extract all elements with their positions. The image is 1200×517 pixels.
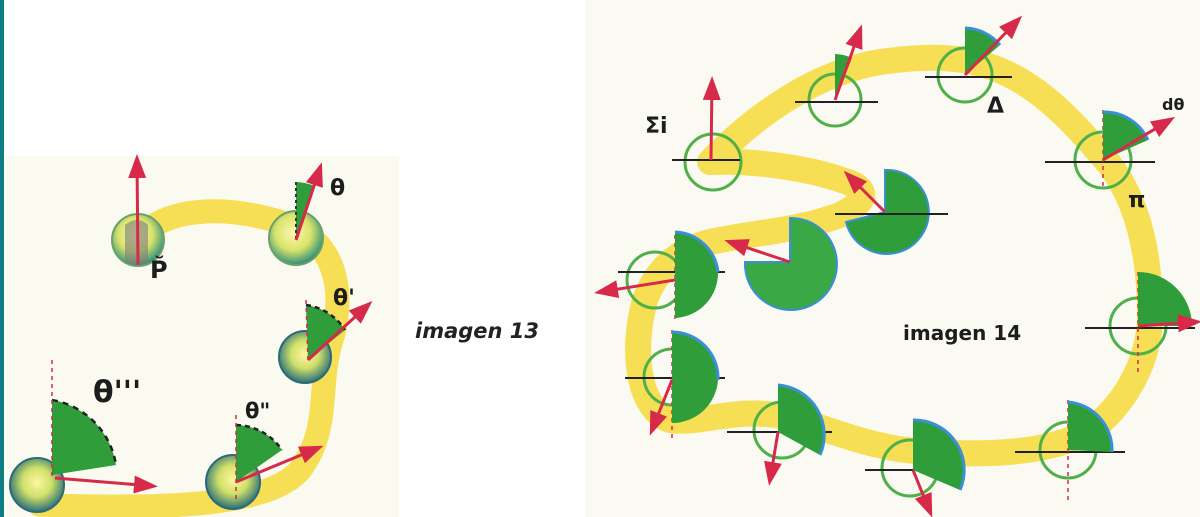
station-sigma-i bbox=[672, 76, 743, 192]
caption-imagen-13: imagen 13 bbox=[415, 319, 539, 343]
left-edge-stripe bbox=[0, 0, 4, 517]
right-yellow-path bbox=[625, 44, 1164, 467]
ball-theta-double-prime bbox=[205, 415, 324, 510]
ball-theta-triple-prime bbox=[9, 360, 158, 513]
ball-theta bbox=[268, 162, 324, 266]
ball-theta-prime bbox=[278, 299, 373, 384]
label-d-theta: dθ bbox=[1162, 95, 1184, 114]
station-bottom-middle bbox=[865, 418, 966, 517]
station-right bbox=[1085, 272, 1200, 372]
angle-label-theta: θ bbox=[330, 176, 345, 201]
ball-p bbox=[111, 154, 165, 267]
station-left-upper bbox=[594, 230, 725, 320]
station-inner-loop bbox=[835, 168, 948, 255]
station-center-big bbox=[724, 216, 838, 311]
label-pi: π bbox=[1128, 188, 1145, 213]
station-bottom-left bbox=[727, 383, 832, 486]
angle-label-theta-prime: θ' bbox=[333, 286, 355, 311]
station-delta bbox=[925, 15, 1023, 104]
angle-label-theta-triple-prime: θ''' bbox=[93, 375, 141, 410]
angle-label-theta-double-prime: θ" bbox=[245, 399, 270, 423]
left-figure: P̆ θ θ' θ" bbox=[9, 154, 373, 517]
station-top-1 bbox=[795, 24, 878, 128]
label-delta: Δ bbox=[987, 94, 1004, 119]
right-figure: Σi Δ dθ π bbox=[594, 15, 1200, 517]
station-left-lower bbox=[625, 330, 725, 440]
station-d-theta bbox=[1045, 110, 1176, 190]
caption-imagen-14: imagen 14 bbox=[903, 321, 1021, 345]
point-label-p: P̆ bbox=[150, 256, 168, 284]
station-bottom-right bbox=[1015, 400, 1125, 500]
label-sigma-i: Σi bbox=[645, 114, 668, 139]
